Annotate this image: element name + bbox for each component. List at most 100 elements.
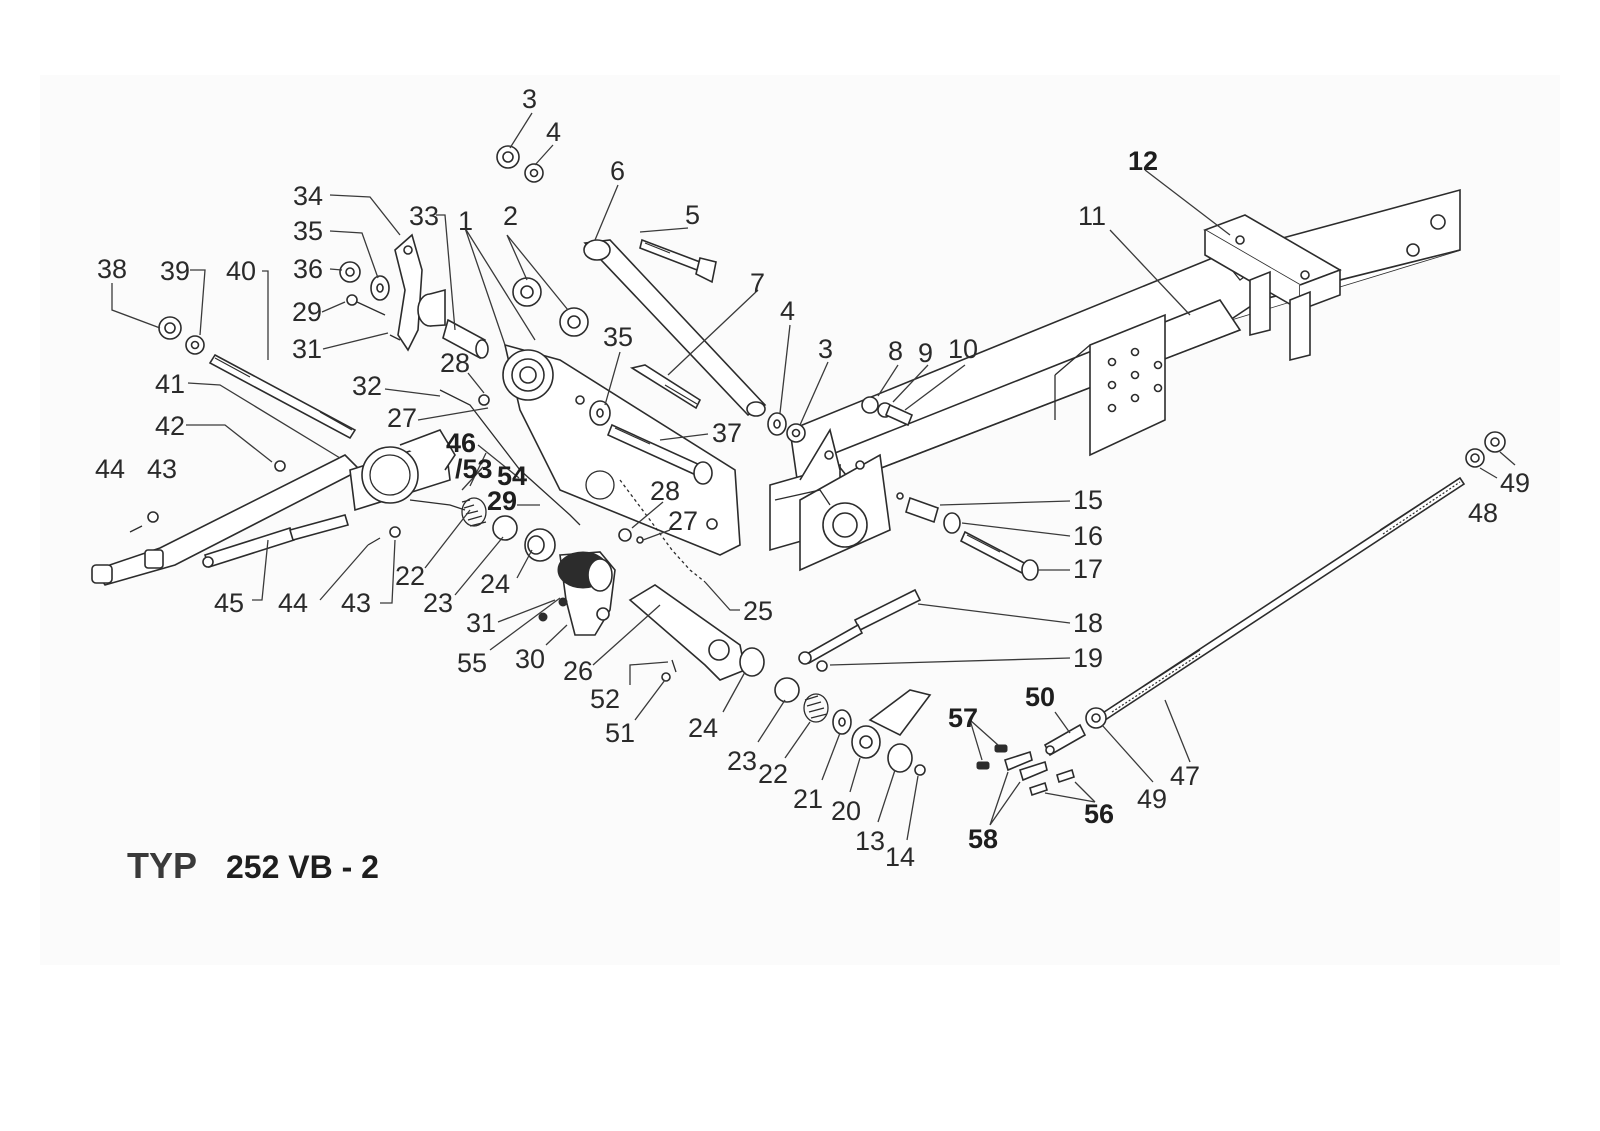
bolt-29-upper bbox=[346, 294, 386, 316]
callout-48: 48 bbox=[1468, 498, 1498, 528]
washer-39 bbox=[185, 335, 205, 355]
callout-42: 42 bbox=[155, 411, 185, 441]
callout-49: 49 bbox=[1500, 468, 1530, 498]
adjuster-handle-20 bbox=[851, 689, 932, 759]
callout-21: 21 bbox=[793, 784, 823, 814]
callout-17: 17 bbox=[1073, 554, 1103, 584]
spacer-10 bbox=[884, 403, 914, 427]
callout-27: 27 bbox=[668, 506, 698, 536]
spring-washer-2-right bbox=[559, 307, 589, 337]
callout-35: 35 bbox=[603, 322, 633, 352]
callout-14: 14 bbox=[885, 842, 915, 872]
sleeve-1 bbox=[442, 318, 489, 360]
pin-set-56 bbox=[1029, 768, 1075, 797]
callout-19: 19 bbox=[1073, 643, 1103, 673]
callout-34: 34 bbox=[293, 181, 323, 211]
cable-32 bbox=[439, 389, 581, 526]
tension-rod-40 bbox=[208, 353, 357, 440]
callout-4: 4 bbox=[546, 117, 561, 147]
washer-42 bbox=[274, 460, 286, 472]
callout-12: 12 bbox=[1128, 146, 1158, 176]
callout-39: 39 bbox=[160, 256, 190, 286]
callout-25: 25 bbox=[743, 596, 773, 626]
hole-plate bbox=[1054, 313, 1166, 457]
pin-set-57 bbox=[976, 744, 1008, 770]
callout-46: 46 bbox=[446, 428, 476, 458]
bolt-37 bbox=[606, 423, 713, 485]
washer-14 bbox=[914, 764, 926, 776]
callout-36: 36 bbox=[293, 254, 323, 284]
front-bracket-plates bbox=[769, 427, 891, 572]
mounting-bracket-12 bbox=[1203, 214, 1342, 362]
callout-40: 40 bbox=[226, 256, 256, 286]
bushing-23-lower bbox=[774, 677, 800, 703]
callout-26: 26 bbox=[563, 656, 593, 686]
bolt-5 bbox=[639, 238, 717, 284]
callout-47: 47 bbox=[1170, 761, 1200, 791]
callout-23: 23 bbox=[423, 588, 453, 618]
callout-58: 58 bbox=[968, 824, 998, 854]
callout-2: 2 bbox=[503, 201, 518, 231]
callout-23: 23 bbox=[727, 746, 757, 776]
callout-6: 6 bbox=[610, 156, 625, 186]
callout-50: 50 bbox=[1025, 682, 1055, 712]
callout-9: 9 bbox=[918, 338, 933, 368]
callout-54: 54 bbox=[497, 461, 527, 491]
callout-22: 22 bbox=[395, 561, 425, 591]
gas-spring-18 bbox=[798, 588, 922, 665]
drawing-title: TYP 252 VB - 2 bbox=[127, 845, 379, 886]
callout-24: 24 bbox=[480, 569, 510, 599]
clamp-housing-30 bbox=[557, 551, 616, 636]
nut-3-middle bbox=[786, 423, 806, 443]
spring-22-upper bbox=[461, 497, 487, 527]
pin-43-upper bbox=[147, 511, 159, 523]
callout-38: 38 bbox=[97, 254, 127, 284]
bushing-24-upper bbox=[524, 528, 556, 562]
callout-28: 28 bbox=[650, 476, 680, 506]
callout-29: 29 bbox=[292, 297, 322, 327]
lever-plate-34 bbox=[394, 233, 423, 352]
bolt-7 bbox=[629, 364, 702, 410]
gas-spring-45 bbox=[202, 514, 350, 569]
callout-53: /53 bbox=[455, 454, 493, 484]
callout-7: 7 bbox=[750, 268, 765, 298]
callout-8: 8 bbox=[888, 336, 903, 366]
callout-44: 44 bbox=[278, 588, 308, 618]
callout-24: 24 bbox=[688, 713, 718, 743]
bushing-13 bbox=[887, 743, 913, 773]
callout-32: 32 bbox=[352, 371, 382, 401]
washer-35-left bbox=[370, 275, 390, 301]
callout-52: 52 bbox=[590, 684, 620, 714]
nut-38 bbox=[158, 316, 182, 340]
callout-5: 5 bbox=[685, 200, 700, 230]
callout-44: 44 bbox=[95, 454, 125, 484]
callout-labels: 3 4 6 5 34 33 1 2 12 11 35 36 38 39 40 2… bbox=[95, 84, 1530, 872]
link-arm-6 bbox=[583, 239, 767, 417]
pin-44-lower bbox=[367, 537, 381, 546]
callout-4: 4 bbox=[780, 296, 795, 326]
leader-lines bbox=[111, 112, 1516, 841]
callout-37: 37 bbox=[712, 418, 742, 448]
spring-washer-2-left bbox=[512, 277, 542, 307]
callout-31: 31 bbox=[466, 608, 496, 638]
washer-28-lower bbox=[618, 528, 632, 542]
callout-30: 30 bbox=[515, 644, 545, 674]
washer-35-right bbox=[589, 400, 611, 426]
spring-22-lower bbox=[803, 693, 829, 723]
callout-35: 35 bbox=[293, 216, 323, 246]
callout-49: 49 bbox=[1137, 784, 1167, 814]
callout-20: 20 bbox=[831, 796, 861, 826]
callout-15: 15 bbox=[1073, 485, 1103, 515]
nut-49-top bbox=[1484, 431, 1506, 453]
callout-45: 45 bbox=[214, 588, 244, 618]
bushing-23-upper bbox=[492, 515, 518, 541]
callout-18: 18 bbox=[1073, 608, 1103, 638]
callout-43: 43 bbox=[147, 454, 177, 484]
callout-31: 31 bbox=[292, 334, 322, 364]
title-model: 252 VB - 2 bbox=[226, 849, 379, 885]
callout-1: 1 bbox=[458, 206, 473, 236]
callout-3: 3 bbox=[818, 334, 833, 364]
callout-16: 16 bbox=[1073, 521, 1103, 551]
callout-55: 55 bbox=[457, 648, 487, 678]
